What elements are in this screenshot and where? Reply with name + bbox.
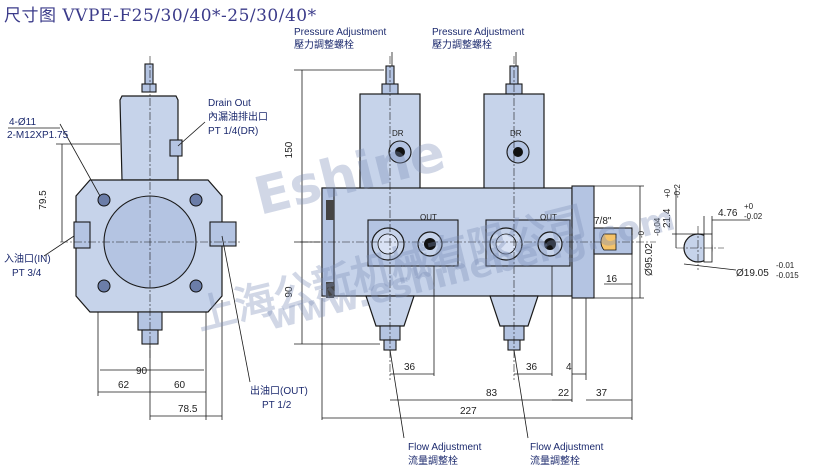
outlet-zh-label: 出油口(OUT) <box>250 384 308 397</box>
dim-79-5: 79.5 <box>38 190 49 210</box>
dim-19-05: Ø19.05 <box>736 268 769 279</box>
dim-78-5: 78.5 <box>178 404 198 415</box>
left-dr-label: DR <box>392 129 404 138</box>
front-drain-boss <box>169 139 183 157</box>
inlet-zh-label: 入油口(IN) <box>4 252 51 265</box>
dim-19-05-tol-bot: -0.015 <box>776 271 799 280</box>
right-out-label: OUT <box>540 213 557 222</box>
dim-4: 4 <box>566 362 572 373</box>
front-bolt-holes <box>97 193 203 293</box>
dim-19-05-tol-top: -0.01 <box>776 261 795 270</box>
dim-16: 16 <box>606 274 618 285</box>
pressure-adjust-right-zh: 壓力調整螺栓 <box>432 38 492 51</box>
flow-adjust-left-en: Flow Adjustment <box>408 442 482 453</box>
shaft-detail <box>672 188 750 271</box>
pressure-adjust-left-en: Pressure Adjustment <box>294 27 386 38</box>
left-out-label: OUT <box>420 213 437 222</box>
dim-95-tol-bot: -0.04 <box>653 217 662 236</box>
drain-out-en: Drain Out <box>208 98 251 109</box>
front-top-housing <box>119 95 179 181</box>
front-inlet-port <box>73 221 91 249</box>
pressure-adjust-left-zh: 壓力調整螺栓 <box>294 38 354 51</box>
dim-21-4-tol-bot: -0.2 <box>673 184 682 198</box>
dim-95-tol-top: -0 <box>637 230 646 238</box>
dim-60: 60 <box>174 380 186 391</box>
dim-7-8: 7/8" <box>594 216 612 227</box>
front-adjust-stem <box>144 63 154 87</box>
dim-21-4-tol-top: +0 <box>663 188 672 198</box>
dim-22: 22 <box>558 388 570 399</box>
inlet-thread-label: PT 3/4 <box>12 268 42 279</box>
page-title: 尺寸图 VVPE-F25/30/40*-25/30/40* <box>4 6 317 26</box>
side-view: DR DR OUT OUT <box>284 52 662 439</box>
dim-90-bottom: 90 <box>136 366 148 377</box>
flow-adjust-left-zh: 流量調整栓 <box>408 454 458 467</box>
dim-150: 150 <box>284 141 295 158</box>
pressure-adjust-right-en: Pressure Adjustment <box>432 27 524 38</box>
bolt-thread-label: 2-M12XP1.75 <box>7 130 69 141</box>
right-dr-label: DR <box>510 129 522 138</box>
dim-83: 83 <box>486 388 498 399</box>
flow-adjust-right-zh: 流量調整栓 <box>530 454 580 467</box>
dim-4-76: 4.76 <box>718 208 738 219</box>
dim-90-side: 90 <box>284 286 295 298</box>
bolt-holes-label: 4-Ø11 <box>9 117 36 128</box>
outlet-thread-label: PT 1/2 <box>262 400 292 411</box>
dim-4-76-tol-top: +0 <box>744 202 754 211</box>
dim-4-76-tol-bot: -0.02 <box>744 212 763 221</box>
dim-36-right: 36 <box>526 362 538 373</box>
drain-out-zh: 內漏油排出口 <box>208 110 268 123</box>
dim-21-4: 21.4 <box>662 208 673 228</box>
dim-95: Ø95.02 <box>644 243 655 276</box>
dim-37: 37 <box>596 388 608 399</box>
dim-62: 62 <box>118 380 130 391</box>
dim-227: 227 <box>460 406 477 417</box>
front-view: 79.5 90 62 60 78.5 <box>8 56 251 420</box>
shaft-key <box>600 233 617 251</box>
drain-port-label: PT 1/4(DR) <box>208 126 258 137</box>
dim-36-left: 36 <box>404 362 416 373</box>
flow-adjust-right-en: Flow Adjustment <box>530 442 604 453</box>
